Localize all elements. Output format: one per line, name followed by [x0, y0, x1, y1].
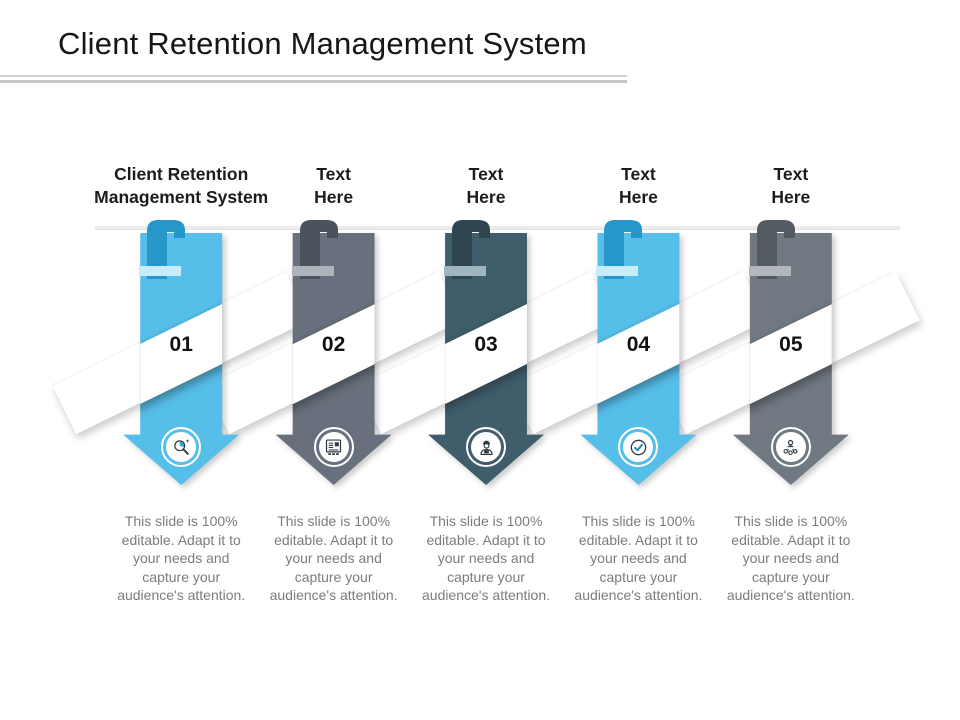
hanger-hook-icon: [444, 220, 491, 279]
step-number: 03: [474, 333, 498, 356]
step-number: 04: [626, 333, 651, 356]
icon-disc: [775, 432, 806, 462]
icon-ring: [466, 427, 507, 467]
column-header-line: Client Retention: [114, 164, 249, 184]
page-title: Client Retention Management System: [58, 26, 587, 61]
column-description: This slide is 100% editable. Adapt it to…: [269, 513, 398, 603]
title-underline-bottom: [0, 80, 627, 83]
step-number: 02: [321, 333, 346, 356]
column-header-line: Text: [468, 164, 504, 184]
icon-ring: [770, 427, 811, 467]
search-analytics-icon: [171, 437, 192, 458]
check-circle-icon: [628, 437, 649, 458]
icon-badge: [618, 427, 659, 467]
column-description: This slide is 100% editable. Adapt it to…: [574, 513, 703, 603]
icon-badge: [313, 427, 354, 467]
icon-badge: [161, 427, 202, 467]
column-description: This slide is 100% editable. Adapt it to…: [422, 513, 551, 603]
hanger-hook-icon: [596, 220, 643, 279]
icon-badge: [770, 427, 811, 467]
icon-disc: [166, 432, 197, 462]
hanging-line: [95, 226, 900, 230]
column-header-line: Here: [618, 187, 658, 207]
team-network-icon: [780, 437, 801, 458]
step-number: 05: [779, 333, 803, 356]
icon-ring: [313, 427, 354, 467]
hanger-hook-icon: [291, 220, 338, 279]
column-description: This slide is 100% editable. Adapt it to…: [726, 513, 855, 603]
column-header-line: Here: [466, 187, 506, 207]
icon-disc: [318, 432, 349, 462]
column-description: This slide is 100% editable. Adapt it to…: [117, 513, 246, 603]
icon-disc: [471, 432, 502, 462]
hanger-hook-icon: [139, 220, 186, 279]
title-underline-top: [0, 75, 627, 77]
column-header-line: Text: [773, 164, 809, 184]
column-header-line: Text: [316, 164, 351, 184]
engineer-worker-icon: [476, 437, 497, 458]
icon-ring: [618, 427, 659, 467]
column-header-line: Here: [314, 187, 354, 207]
report-checklist-icon: [323, 437, 344, 458]
icon-badge: [466, 427, 507, 467]
step-number: 01: [169, 333, 193, 356]
column-header-line: Text: [621, 164, 656, 184]
column-header-line: Here: [771, 187, 811, 207]
column-header-line: Management System: [94, 187, 269, 207]
icon-ring: [161, 427, 202, 467]
hanger-hook-icon: [748, 220, 795, 279]
